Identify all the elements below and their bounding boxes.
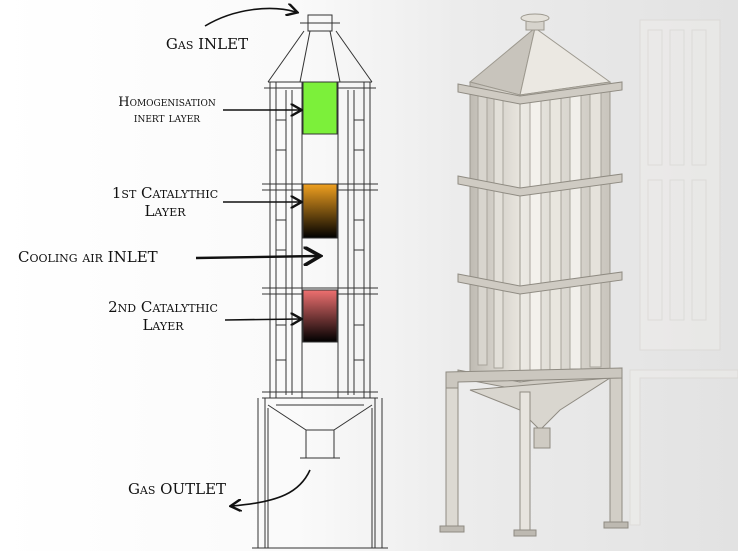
schematic-frame xyxy=(252,14,388,549)
catalytic-layer-1 xyxy=(302,183,338,239)
catalytic-2-label-line2: Layer xyxy=(142,316,184,334)
gas-outlet-label: Gas OUTLET xyxy=(127,480,227,498)
homogenisation-label: Homogenisation inert layer xyxy=(72,95,262,127)
catalytic-layer-2 xyxy=(302,289,338,343)
callout-arrows xyxy=(195,9,318,506)
inert-layer xyxy=(302,81,338,135)
cooling-air-inlet-label: Cooling air INLET xyxy=(18,248,158,266)
homogenisation-label-line2: inert layer xyxy=(133,111,201,126)
catalytic-1-label-line2: Layer xyxy=(144,202,186,220)
catalytic-1-label-line1: 1st Catalythic xyxy=(111,184,219,202)
catalytic-2-label-line1: 2nd Catalythic xyxy=(108,298,218,316)
homogenisation-label-line1: Homogenisation xyxy=(118,95,216,110)
gas-inlet-label: Gas INLET xyxy=(165,35,249,53)
catalytic-2-label: 2nd Catalythic Layer xyxy=(78,298,248,334)
render-base xyxy=(439,367,629,537)
render-reflection xyxy=(629,19,738,526)
catalytic-1-label: 1st Catalythic Layer xyxy=(80,184,250,220)
render-roof xyxy=(468,13,612,96)
